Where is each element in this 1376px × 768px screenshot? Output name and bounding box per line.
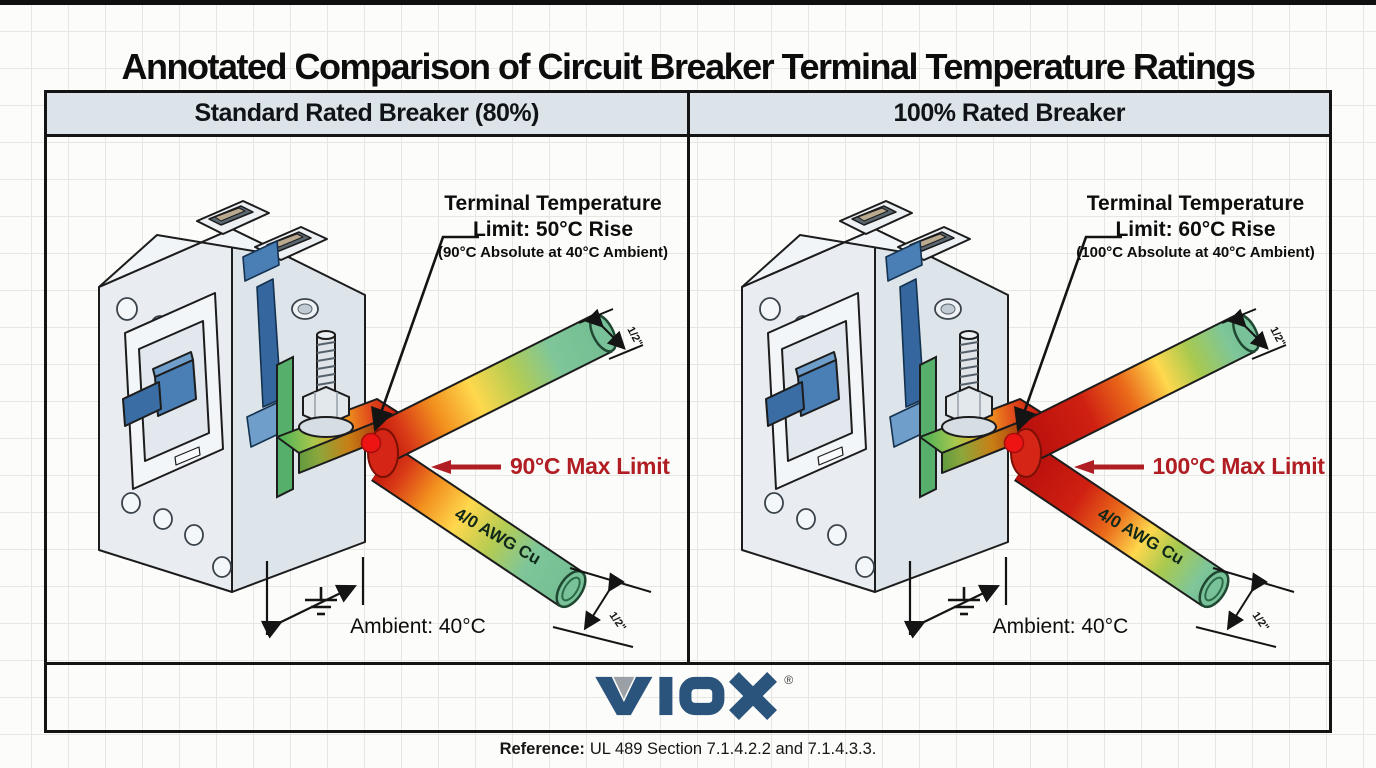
wire-dimension-bottom-label: 1/2" (607, 610, 629, 634)
viox-logo-letters (595, 672, 777, 720)
ambient-label: Ambient: 40°C (350, 615, 486, 638)
max-limit-label: 90°C Max Limit (510, 453, 670, 479)
heat-plate (276, 355, 294, 499)
comparison-table: Standard Rated Breaker (80%) 100% Rated … (44, 90, 1332, 733)
hot-spot-dot (1003, 432, 1024, 454)
toggle-switch (764, 292, 867, 490)
table-body-row: 4/0 AWG Cu 1/2" 1/2" Terminal Temperatur… (47, 137, 1329, 665)
header-standard-rated: Standard Rated Breaker (80%) (194, 99, 540, 127)
note-leader-line (371, 235, 479, 432)
breaker-cutaway-drawing: 4/0 AWG Cu 1/2" 1/2" (98, 200, 652, 648)
terminal-note-line2: Limit: 50°C Rise (472, 218, 634, 241)
table-footer-row: ® (47, 665, 1329, 727)
heat-plate (918, 355, 937, 499)
ground-symbol (305, 587, 337, 616)
viox-v-gray-triangle (613, 676, 635, 699)
vent-hole (933, 298, 962, 320)
table-header-row: Standard Rated Breaker (80%) 100% Rated … (47, 93, 1329, 137)
page-title: Annotated Comparison of Circuit Breaker … (121, 46, 1256, 88)
reference-line: Reference:UL 489 Section 7.1.4.2.2 and 7… (0, 740, 1376, 759)
reference-label: Reference: (499, 740, 585, 758)
reference-text: UL 489 Section 7.1.4.2.2 and 7.1.4.3.3. (589, 740, 877, 758)
terminal-note-line3: (100°C Absolute at 40°C Ambient) (1076, 244, 1315, 261)
depth-dimension (260, 557, 365, 639)
terminal-note-line3: (90°C Absolute at 40°C Ambient) (437, 244, 669, 261)
max-limit-label: 100°C Max Limit (1152, 453, 1325, 479)
breaker-cutaway-drawing: 4/0 AWG Cu 1/2" 1/2" (740, 200, 1294, 648)
top-border-strip (0, 0, 1376, 5)
terminal-bolt (940, 330, 997, 438)
terminal-bolt (298, 330, 354, 438)
vent-hole (291, 298, 319, 320)
terminal-temperature-note: Terminal Temperature Limit: 60°C Rise (1… (1041, 191, 1330, 263)
max-limit-callout: 90°C Max Limit (431, 453, 670, 480)
ambient-label: Ambient: 40°C (992, 615, 1129, 638)
terminal-note-line1: Terminal Temperature (444, 192, 662, 215)
ground-symbol (947, 587, 980, 616)
wire-dimension-bottom-label: 1/2" (1249, 610, 1271, 634)
header-hundred-rated: 100% Rated Breaker (686, 93, 1330, 134)
panel-hundred-rated: 4/0 AWG Cu 1/2" 1/2" Terminal Temperatur… (686, 137, 1330, 662)
left-arrow-icon (1073, 459, 1144, 474)
left-arrow-icon (431, 459, 501, 474)
depth-dimension (903, 557, 1007, 639)
hot-spot-dot (360, 432, 382, 454)
note-leader-line (1013, 235, 1122, 432)
terminal-temperature-note: Terminal Temperature Limit: 50°C Rise (9… (398, 191, 687, 263)
toggle-switch (122, 292, 224, 490)
terminal-note-line1: Terminal Temperature (1086, 192, 1305, 215)
registered-mark: ® (784, 673, 793, 687)
panel-standard-rated: 4/0 AWG Cu 1/2" 1/2" Terminal Temperatur… (47, 137, 687, 662)
viox-logo: ® (595, 672, 793, 720)
terminal-note-line2: Limit: 60°C Rise (1115, 218, 1276, 241)
max-limit-callout: 100°C Max Limit (1073, 453, 1325, 480)
